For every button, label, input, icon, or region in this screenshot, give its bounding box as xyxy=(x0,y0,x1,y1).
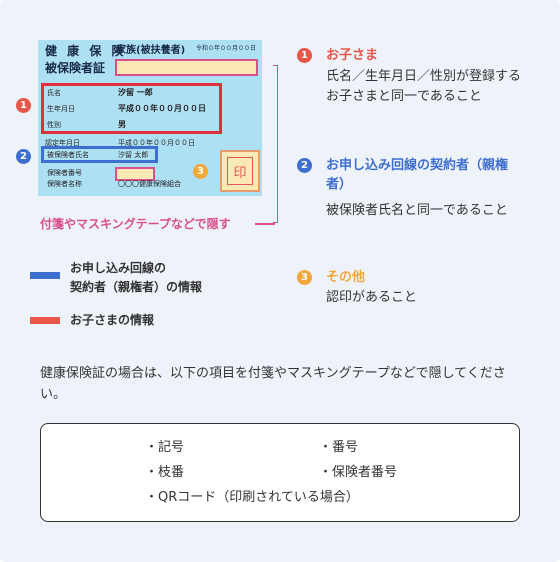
item-symbol: ・記号 xyxy=(145,440,185,455)
masking-items-box: ・記号 ・番号 ・枝番 ・保険者番号 ・QRコード（印刷されている場合） xyxy=(40,423,520,522)
marker-2: 2 xyxy=(16,149,31,164)
legend-red-label: お子さまの情報 xyxy=(70,313,155,327)
explanation-3-heading: その他 xyxy=(326,270,366,285)
card-name-value: 汐留 一郎 xyxy=(118,88,153,97)
explanation-1-heading: お子さま xyxy=(326,48,379,63)
seal-area: 印 xyxy=(220,150,260,192)
explanation-2-heading: お申し込み回線の契約者（親権者） xyxy=(326,158,509,192)
card-sex-value: 男 xyxy=(118,120,126,129)
marker-1: 1 xyxy=(16,98,31,113)
hide-bracket xyxy=(273,65,278,223)
item-number: ・番号 xyxy=(319,440,359,455)
explanation-3-body: 認印があること xyxy=(326,290,418,305)
legend-blue-swatch xyxy=(30,272,60,279)
card-holder-value: 汐留 太郎 xyxy=(118,151,149,159)
insurance-card: 健 康 保 険 家族(被扶養者) 令和０年００月００日 被保険者証 氏名 汐留 … xyxy=(38,40,262,196)
explanation-1-number: 1 xyxy=(297,48,312,63)
card-birth-label: 生年月日 xyxy=(47,105,75,113)
caption-connector xyxy=(255,223,275,225)
explanation-2-body: 被保険者氏名と同一であること xyxy=(326,203,508,218)
masking-note: 健康保険証の場合は、以下の項目を付箋やマスキングテープなどで隠してください。 xyxy=(40,366,506,402)
card-title-date: 令和０年００月００日 xyxy=(196,45,257,52)
card-name-label: 氏名 xyxy=(47,89,61,97)
seal-stamp: 印 xyxy=(227,157,253,185)
legend-red-swatch xyxy=(30,317,60,324)
marker-3: 3 xyxy=(193,164,208,179)
mask-insurer-number xyxy=(115,167,155,181)
legend-blue-line2: 契約者（親権者）の情報 xyxy=(70,280,203,294)
item-branch-number: ・枝番 xyxy=(145,465,185,480)
card-insurer-no-label: 保険者番号 xyxy=(47,169,82,177)
card-issue-date-value: 平成００年００月００日 xyxy=(118,139,195,147)
card-insurer-name-label: 保険者名称 xyxy=(47,180,82,188)
child-info-frame xyxy=(41,83,222,134)
explanation-2-number: 2 xyxy=(297,158,312,173)
card-insured-label: 被保険者証 xyxy=(45,61,106,75)
item-insurer-number: ・保険者番号 xyxy=(319,465,398,480)
card-title-sub: 家族(被扶養者) xyxy=(116,45,186,56)
legend-blue-line1: お申し込み回線の xyxy=(70,261,167,275)
holder-info-frame xyxy=(41,146,158,163)
card-holder-label: 被保険者氏名 xyxy=(47,151,89,159)
card-title: 健 康 保 険 xyxy=(45,44,127,58)
card-insurer-name-value: 〇〇〇健康保険組合 xyxy=(118,180,181,188)
hide-caption: 付箋やマスキングテープなどで隠す xyxy=(40,217,231,231)
item-qr-code: ・QRコード（印刷されている場合） xyxy=(145,490,359,505)
explanation-1-body: 氏名／生年月日／性別が登録するお子さまと同一であること xyxy=(326,69,522,104)
card-birth-value: 平成００年００月００日 xyxy=(118,104,206,113)
explanation-3-number: 3 xyxy=(297,270,312,285)
card-sex-label: 性別 xyxy=(47,121,61,129)
mask-symbol-number xyxy=(115,59,258,76)
card-issue-date-label: 認定年月日 xyxy=(45,139,80,147)
